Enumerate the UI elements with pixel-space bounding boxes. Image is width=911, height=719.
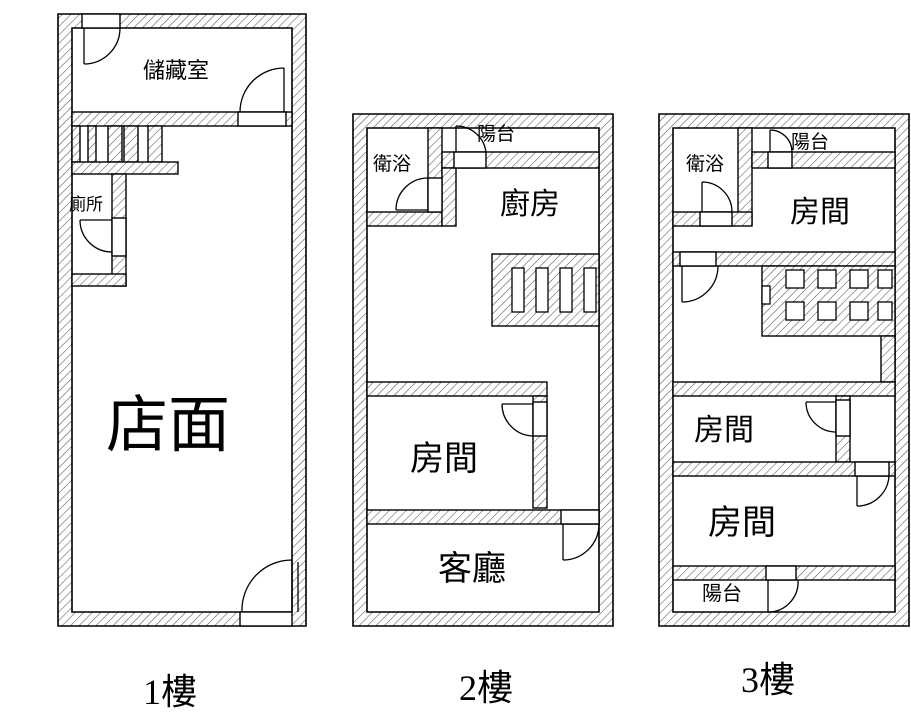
- label-floor3-bedroom-top: 房間: [790, 195, 850, 230]
- label-floor3-balcony-bottom: 陽台: [702, 581, 742, 605]
- floor-3-interior-walls: [672, 127, 896, 581]
- caption-floor-2: 2樓: [459, 668, 513, 708]
- floor-3-plan: [658, 113, 910, 627]
- label-floor1-toilet: 廁所: [69, 194, 103, 215]
- label-floor1-storage: 儲藏室: [143, 59, 209, 84]
- label-floor1-shop: 店面: [106, 388, 230, 461]
- label-floor3-bath: 衛浴: [686, 153, 724, 175]
- room-labels: 儲藏室 廁所 店面 衛浴 陽台 廚房 房間 客廳 衛浴 陽台 房間 房間 房間 …: [69, 59, 850, 605]
- label-floor3-bedroom-big: 房間: [708, 503, 776, 543]
- floor-1-plan: [57, 13, 307, 627]
- label-floor2-bedroom: 房間: [410, 439, 478, 479]
- floor-2-stair-treads: [511, 267, 597, 313]
- label-floor2-living: 客廳: [438, 549, 506, 589]
- floor-3-door-swings: [681, 129, 890, 613]
- caption-floor-3: 3樓: [741, 660, 795, 700]
- floor-captions: 1樓 2樓 3樓: [143, 660, 795, 712]
- label-floor3-bedroom-mid: 房間: [694, 413, 754, 448]
- floor-3-door-openings: [679, 151, 890, 581]
- floor-1-stair-blocks: [71, 125, 179, 287]
- floor-2-plan: [352, 113, 614, 627]
- floor-3-stair-treads: [761, 269, 893, 321]
- floor-2-door-swings: [395, 125, 600, 561]
- floor-1-door-swings: [79, 27, 299, 613]
- caption-floor-1: 1樓: [143, 672, 197, 712]
- floor-1-walls: [57, 13, 307, 627]
- label-floor3-balcony-top: 陽台: [791, 131, 829, 153]
- label-floor2-bath: 衛浴: [373, 153, 411, 175]
- floor-3-walls: [658, 113, 910, 627]
- label-floor2-balcony: 陽台: [477, 123, 515, 145]
- floor-1-door-openings: [81, 13, 293, 627]
- floor-2-walls: [352, 113, 614, 627]
- label-floor2-kitchen: 廚房: [500, 187, 560, 222]
- floor-2-door-openings: [427, 151, 600, 525]
- floor-1-storage-wall: [71, 111, 293, 127]
- floor-2-interior-walls: [366, 127, 600, 525]
